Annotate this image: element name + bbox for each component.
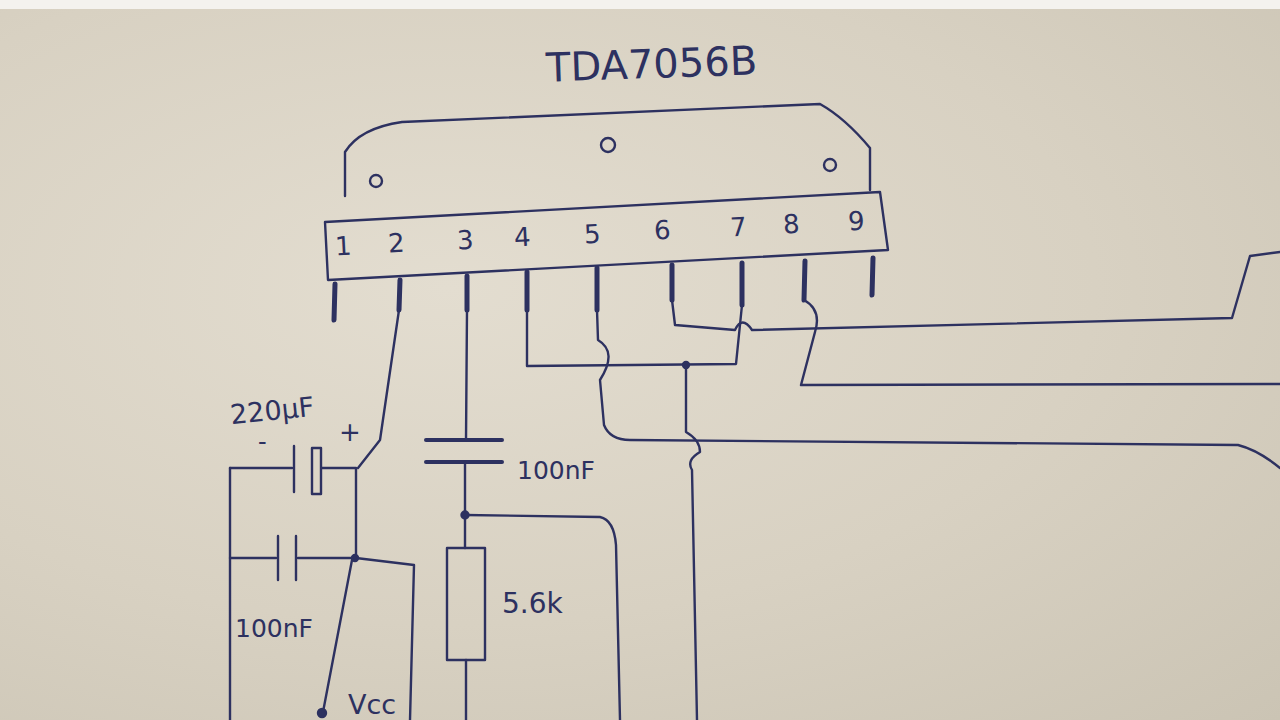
capacitor-value: 100nF (235, 616, 313, 641)
polarity-mark: + (339, 419, 361, 445)
electrolytic-plate (312, 448, 321, 494)
junction-dot (352, 555, 358, 561)
pin-number: 4 (513, 224, 531, 251)
vcc-terminal (318, 709, 326, 717)
mounting-hole (370, 175, 382, 187)
resistor-value: 5.6k (502, 590, 563, 618)
paper-edge (0, 0, 1280, 9)
wire (466, 310, 467, 440)
wire (686, 365, 700, 720)
capacitor-plate (295, 536, 297, 580)
mounting-hole (601, 138, 615, 152)
wire (464, 462, 466, 548)
capacitor-plate (426, 438, 502, 442)
wire (672, 252, 1280, 330)
pin-number: 6 (653, 217, 671, 244)
chip-title: TDA7056B (545, 40, 757, 87)
capacitor-value: 100nF (517, 458, 595, 483)
pin-number: 7 (729, 214, 747, 241)
wire (358, 310, 399, 468)
pin-number: 3 (456, 227, 474, 254)
pin-number: 2 (387, 230, 405, 257)
capacitor-plate (277, 536, 279, 580)
resistor-symbol (447, 548, 485, 660)
polarity-mark: - (258, 430, 267, 454)
wire (465, 660, 467, 720)
capacitor-value: 220μF (229, 393, 316, 429)
wire (230, 558, 414, 720)
pin-number: 8 (782, 211, 800, 238)
wire (229, 468, 231, 720)
mounting-hole (824, 159, 836, 171)
ic-body (345, 104, 870, 196)
ic-pins (334, 258, 873, 320)
capacitor-plate (293, 446, 295, 492)
wire (465, 515, 620, 720)
pin-number: 1 (334, 233, 352, 260)
wire (801, 300, 1280, 385)
pin-number: 5 (583, 221, 601, 248)
wire (597, 310, 1280, 468)
pin-number: 9 (847, 208, 865, 235)
supply-label: Vcc (348, 691, 396, 718)
wire (527, 305, 742, 366)
wire (323, 560, 352, 712)
